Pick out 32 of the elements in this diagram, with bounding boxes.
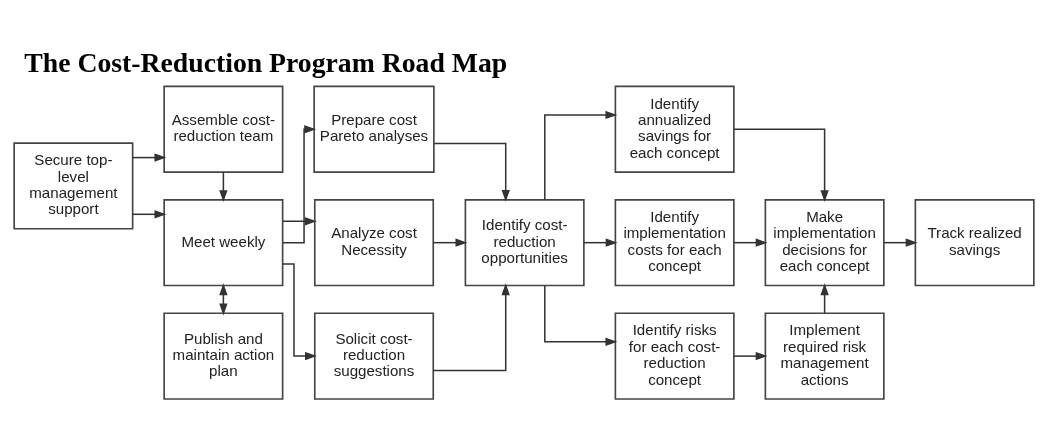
node-box: Identify cost-reduction opportunities [464, 198, 585, 286]
node-box: Assemble cost-reduction team [163, 85, 284, 173]
node-box: Track realized savings [914, 198, 1035, 286]
arrow [219, 170, 228, 202]
arrow [544, 110, 618, 201]
node-box: Secure top-level management support [13, 141, 134, 230]
arrow [282, 124, 317, 243]
node-box: Solicit cost-reduction suggestions [313, 311, 435, 400]
arrow [733, 351, 768, 360]
arrow [131, 152, 167, 162]
node-box: Identify annualized savings for each concept [614, 85, 735, 173]
diagram-title: The Cost-Reduction Program Road Map [24, 46, 508, 78]
arrow [820, 282, 829, 314]
arrow [733, 238, 768, 247]
node-box: Prepare cost Pareto analyses [313, 85, 435, 173]
node-box: Implement required risk management actions [764, 311, 885, 400]
arrow [583, 238, 618, 247]
node-box: Identify implementation costs for each concept [614, 198, 735, 286]
arrow [432, 238, 468, 247]
arrow [544, 284, 618, 346]
arrow [733, 127, 829, 202]
arrow [883, 238, 918, 247]
node-box: Meet weekly [163, 198, 284, 286]
arrow [433, 142, 510, 202]
arrow [131, 209, 167, 218]
arrow [432, 282, 510, 371]
node-box: Identify risks for each cost-reduction concept [614, 311, 735, 400]
node-box: Publish and maintain action plan [163, 311, 284, 400]
node-box: Analyze cost Necessity [313, 198, 435, 286]
arrow [282, 216, 317, 225]
arrow [281, 262, 317, 360]
node-box: Make implementation decisions for each concept [764, 198, 885, 286]
